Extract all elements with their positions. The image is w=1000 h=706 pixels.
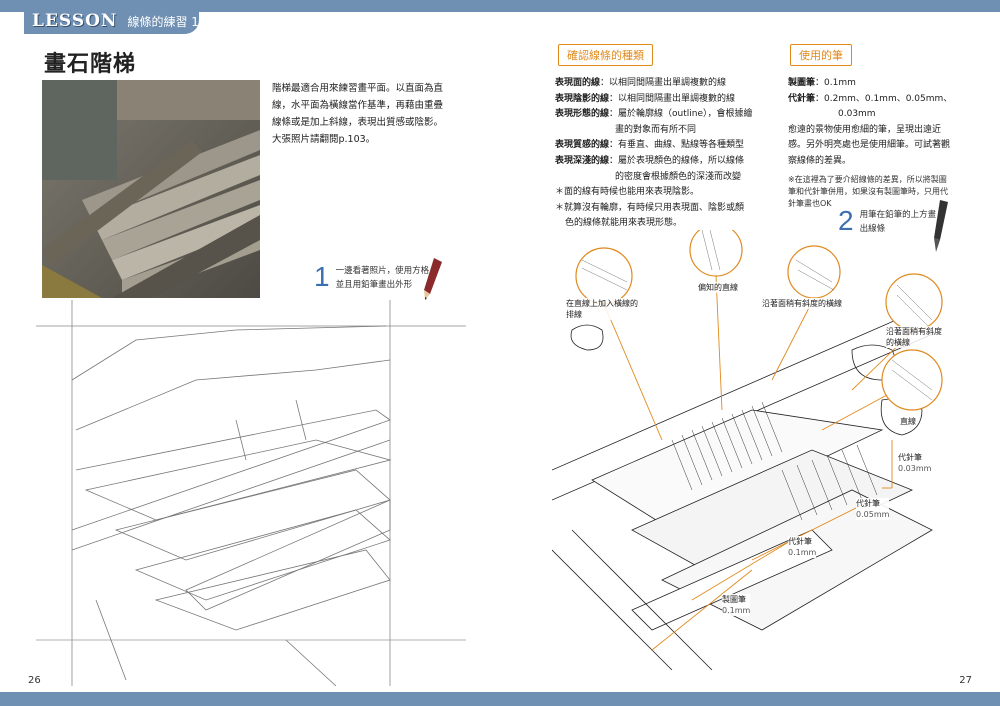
page-title: 畫石階梯	[44, 51, 137, 77]
tip-line: 愈遠的景物使用愈細的筆，呈現出遠近	[788, 124, 942, 135]
line-type-definitions: 表現面的線：以相同間隔畫出單調複數的線 表現陰影的線：以相同間隔畫出單調複數的線…	[555, 76, 785, 232]
intro-line: 階梯最適合用來練習畫平面。以直面為直	[272, 83, 444, 94]
pencil-icon	[424, 258, 442, 300]
step-text: 用筆在鉛筆的上方畫	[859, 210, 937, 220]
step-number: 2	[838, 205, 854, 236]
definition-note: ＊就算沒有輪廓，有時候只用表現面、陰影或顏	[555, 202, 745, 213]
lesson-header: LESSON 線條的練習 1	[24, 8, 199, 34]
drafting-pen-row: 製圖筆：0.1mm	[788, 78, 856, 88]
intro-line: 大張照片請翻閱p.103。	[272, 134, 376, 145]
lesson-label: LESSON	[32, 11, 118, 31]
tip-line: 感。另外明亮處也是使用細筆。可試著觀	[788, 140, 951, 151]
definition-note: 色的線條就能用來表現形態。	[565, 218, 683, 229]
annotation-slanted-2: 沿著面稍有斜度的橫線	[886, 326, 942, 348]
ink-sketch	[552, 230, 952, 670]
annotation-crosshatch: 在直線上加入橫線的排線	[566, 298, 638, 320]
step-text: 一邊看著照片，使用方格	[335, 266, 430, 276]
needle-pen-row-cont: 0.03mm	[838, 109, 876, 120]
step-1: 1 一邊看著照片，使用方格 並且用鉛筆畫出外形	[314, 261, 430, 292]
pens-note: ※在這裡為了要介紹線條的差異，所以將製圖 筆和代針筆併用，如果沒有製圖筆時，只用…	[788, 174, 948, 208]
lesson-subtitle: 線條的練習 1	[127, 14, 199, 29]
definition-row: 表現質感的線：有垂直、曲線、點線等各種類型	[555, 140, 745, 151]
tip-line: 察線條的差異。	[788, 155, 852, 166]
stair-photo	[42, 80, 260, 298]
line-types-label: 確認線條的種類	[558, 44, 653, 66]
page-number-left: 26	[28, 675, 41, 686]
pen-icon	[934, 200, 948, 252]
pens-info: 製圖筆：0.1mm 代針筆：0.2mm、0.1mm、0.05mm、 0.03mm…	[788, 76, 973, 210]
bottom-bar	[0, 692, 1000, 706]
needle-pen-row: 代針筆：0.2mm、0.1mm、0.05mm、	[788, 93, 953, 104]
definition-row: 表現陰影的線：以相同間隔畫出單調複數的線	[555, 93, 736, 104]
definition-row: 表現面的線：以相同間隔畫出單調複數的線	[555, 78, 727, 88]
intro-line: 線，水平面為橫線當作基準，再藉由重疊	[272, 100, 444, 111]
annotation-straight: 偏知的直線	[698, 282, 738, 293]
step-text: 出線條	[859, 224, 886, 234]
annotation-slanted: 沿著面稍有斜度的橫線	[762, 298, 842, 309]
top-bar	[0, 0, 1000, 12]
definition-row: 表現深淺的線：屬於表現顏色的線條，所以線條	[555, 155, 745, 166]
definition-row: 的密度會根據顏色的深淺而改變	[615, 171, 742, 182]
definition-row: 畫的對象而有所不同	[615, 124, 697, 135]
step-2: 2 用筆在鉛筆的上方畫 出線條	[838, 205, 937, 236]
step-number: 1	[314, 261, 330, 292]
definition-note: ＊面的線有時候也能用來表現陰影。	[555, 187, 700, 198]
step-text: 並且用鉛筆畫出外形	[335, 280, 413, 290]
annotation-vertical: 直線	[900, 416, 916, 427]
intro-line: 線條或是加上斜線，表現出質感或陰影。	[272, 117, 444, 128]
page-number-right: 27	[959, 675, 972, 686]
pens-used-label: 使用的筆	[790, 44, 852, 66]
pencil-sketch	[36, 300, 466, 686]
intro-text: 階梯最適合用來練習畫平面。以直面為直 線，水平面為橫線當作基準，再藉由重疊 線條…	[272, 80, 462, 148]
definition-row: 表現形態的線：屬於輪廓線（outline），會根據繪	[555, 109, 753, 120]
